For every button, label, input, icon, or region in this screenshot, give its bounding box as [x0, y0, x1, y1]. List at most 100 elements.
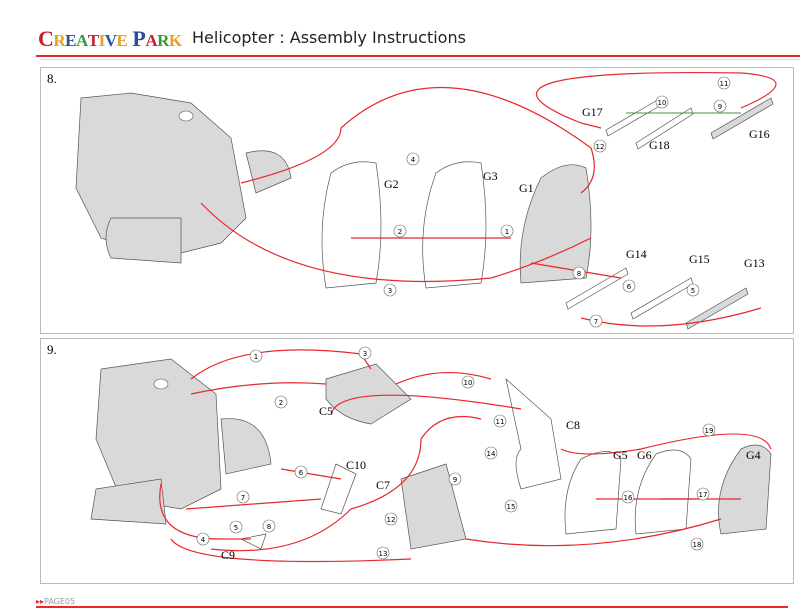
callout-circle — [383, 283, 397, 297]
part-label-C5: C5 — [319, 404, 333, 418]
assembly-arrow — [330, 394, 522, 415]
callout-circle — [696, 487, 710, 501]
callout-circle — [236, 490, 250, 504]
callout-circle — [713, 99, 727, 113]
part-label-G6: G6 — [637, 448, 652, 462]
helicopter-side-wing — [105, 217, 182, 264]
callout-number: 17 — [699, 491, 708, 499]
callout-circle — [376, 546, 390, 560]
callout-number: 13 — [379, 550, 388, 558]
part-C9 — [239, 533, 267, 550]
callout-number: 10 — [658, 99, 667, 107]
header-subdivider — [40, 59, 800, 60]
part-label-G18: G18 — [649, 138, 670, 152]
part-G3 — [422, 161, 487, 289]
assembly-arrow — [465, 518, 722, 547]
callout-number: 19 — [705, 427, 714, 435]
part-C10 — [320, 463, 357, 515]
page-label: PAGE05 — [44, 597, 76, 606]
callout-number: 15 — [507, 503, 516, 511]
page-title: Helicopter : Assembly Instructions — [192, 28, 466, 47]
part-G5 — [564, 451, 622, 535]
part-label-G15: G15 — [689, 252, 710, 266]
part-G16 — [710, 97, 774, 140]
assembly-arrow — [240, 86, 595, 194]
helicopter-window — [153, 378, 169, 390]
callout-circle — [690, 537, 704, 551]
step-number: 9. — [47, 342, 57, 357]
callout-circle — [500, 224, 514, 238]
part-G6 — [634, 449, 692, 535]
callout-circle — [686, 283, 700, 297]
assembly-arrow — [535, 72, 777, 129]
callout-number: 5 — [691, 287, 695, 295]
callout-number: 14 — [487, 450, 496, 458]
callout-circle — [448, 472, 462, 486]
callout-circle — [229, 520, 243, 534]
callout-circle — [274, 395, 288, 409]
assembly-arrow — [280, 468, 342, 480]
callout-number: 3 — [388, 287, 392, 295]
part-G14 — [565, 267, 629, 310]
callout-circle — [294, 465, 308, 479]
callout-number: 8 — [577, 270, 581, 278]
callout-number: 6 — [627, 283, 632, 291]
callout-number: 16 — [624, 494, 633, 502]
callout-circle — [493, 414, 507, 428]
part-C8 — [505, 378, 562, 490]
callout-number: 1 — [505, 228, 509, 236]
callout-number: 4 — [411, 156, 416, 164]
callout-circle — [504, 499, 518, 513]
assembly-arrow — [560, 433, 772, 455]
part-label-C8: C8 — [566, 418, 580, 432]
part-label-G16: G16 — [749, 127, 770, 141]
callout-circle — [621, 490, 635, 504]
callout-number: 4 — [201, 536, 206, 544]
assembly-arrow — [159, 483, 251, 540]
callout-number: 9 — [453, 476, 457, 484]
part-G1 — [519, 164, 592, 284]
step-number: 8. — [47, 71, 57, 86]
callout-circle — [655, 95, 669, 109]
part-label-G13: G13 — [744, 256, 765, 270]
page-indicator: ▸▸PAGE05 — [36, 597, 76, 606]
part-label-G14: G14 — [626, 247, 647, 261]
callout-number: 3 — [363, 350, 367, 358]
helicopter-side-wing — [90, 478, 167, 525]
part-label-G17: G17 — [582, 105, 603, 119]
callout-number: 11 — [720, 80, 729, 88]
creative-park-logo: CREATIVE PARK — [38, 26, 182, 51]
callout-circle — [358, 346, 372, 360]
part-label-C9: C9 — [221, 548, 235, 562]
callout-circle — [717, 76, 731, 90]
callout-number: 9 — [718, 103, 722, 111]
helicopter-tail-section — [245, 150, 292, 194]
assembly-arrow — [210, 415, 482, 552]
part-G13 — [685, 287, 749, 330]
helicopter-tail-section — [220, 418, 272, 475]
part-G4 — [718, 444, 772, 535]
part-C5 — [325, 363, 412, 425]
part-label-C10: C10 — [346, 458, 366, 472]
callout-circle — [593, 139, 607, 153]
callout-number: 7 — [241, 494, 245, 502]
callout-number: 12 — [387, 516, 396, 524]
callout-number: 10 — [464, 379, 473, 387]
part-G15 — [630, 277, 694, 320]
helicopter-body — [95, 358, 222, 510]
callout-number: 8 — [267, 523, 271, 531]
callout-circle — [572, 266, 586, 280]
header-divider — [36, 55, 800, 57]
callout-number: 11 — [496, 418, 505, 426]
helicopter-window — [178, 110, 194, 122]
part-label-G4: G4 — [746, 448, 761, 462]
callout-circle — [249, 349, 263, 363]
callout-circle — [393, 224, 407, 238]
callout-number: 2 — [398, 228, 402, 236]
part-G18 — [635, 107, 694, 150]
callout-circle — [384, 512, 398, 526]
callout-circle — [622, 279, 636, 293]
